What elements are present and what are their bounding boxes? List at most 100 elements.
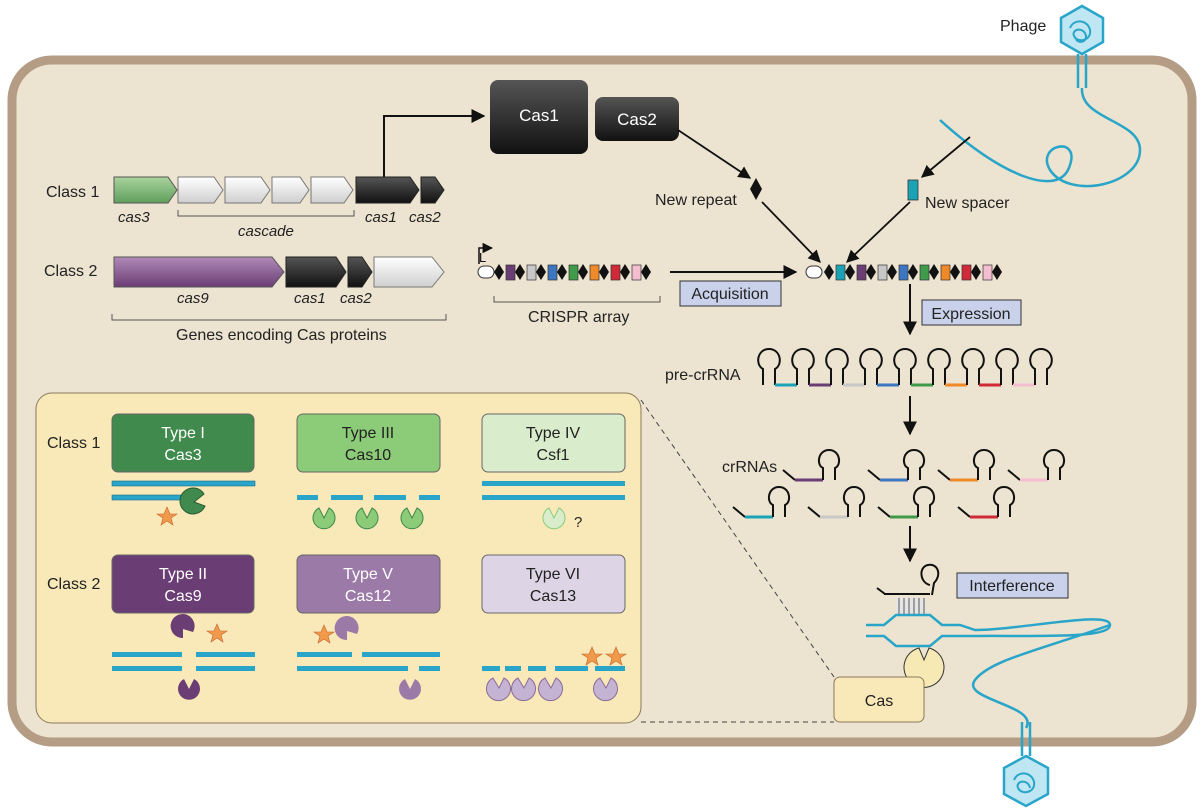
repeat-diamond — [887, 264, 897, 280]
phage-label: Phage — [1000, 18, 1046, 35]
cas13-nuclease-icon — [538, 677, 563, 702]
type2-protein: Cas9 — [164, 588, 201, 605]
crispr-array-label: CRISPR array — [528, 309, 629, 326]
cas9-label: cas9 — [177, 290, 209, 307]
repeat-diamond — [515, 264, 525, 280]
crrna-tail — [807, 506, 821, 518]
type1-protein: Cas3 — [164, 447, 201, 464]
cas2-gene-class2 — [347, 256, 373, 288]
type6-protein: Cas13 — [530, 588, 576, 605]
cas-label: Cas — [865, 693, 893, 710]
spacer-block — [856, 264, 867, 281]
type3-name: Type III — [342, 425, 394, 442]
repeat-diamond — [824, 264, 834, 280]
spacer-block — [919, 264, 930, 281]
type6-name: Type VI — [526, 566, 580, 583]
cascade-gene-1 — [177, 176, 224, 204]
type4-mechanism — [482, 481, 625, 530]
spacer-block — [982, 264, 993, 281]
repeat-diamond — [578, 264, 588, 280]
new-repeat-label: New repeat — [655, 192, 737, 209]
crrna-hairpin — [1042, 448, 1066, 480]
crrna — [937, 448, 996, 482]
repeat-diamond — [494, 264, 504, 280]
cascade-gene-2 — [224, 176, 271, 204]
crrna-hairpin — [902, 448, 926, 480]
acquisition-label: Acquisition — [691, 286, 768, 303]
star-icon — [581, 646, 603, 666]
type2-name: Type II — [159, 566, 207, 583]
new-spacer-block — [907, 179, 919, 201]
cas13-nuclease-icon — [593, 677, 618, 702]
star-icon — [605, 646, 627, 666]
cas1-protein — [490, 80, 588, 154]
type1-name: Type I — [161, 425, 205, 442]
cas2-label-class2: cas2 — [340, 290, 372, 307]
crrnas-label: crRNAs — [722, 459, 777, 476]
crrna-tail — [732, 506, 746, 518]
spacer-block — [505, 264, 516, 281]
phage-capsid-bottom-icon — [1002, 754, 1050, 808]
type3-mechanism — [297, 495, 440, 530]
cas13-nuclease-icon — [511, 677, 536, 702]
type6-mechanism — [482, 646, 627, 702]
star-icon — [206, 623, 228, 643]
spacer-block — [631, 264, 642, 281]
type5-protein: Cas12 — [345, 588, 391, 605]
type4-protein: Csf1 — [537, 447, 570, 464]
cas1-gene-class2 — [285, 256, 347, 288]
star-icon — [313, 624, 335, 644]
repeat-diamond — [599, 264, 609, 280]
cas10-nuclease-icon — [400, 507, 424, 530]
type3-box — [296, 413, 441, 473]
new-repeat-diamond — [750, 178, 762, 200]
leader-sequence-expanded — [805, 265, 823, 279]
extra-gene-class2 — [373, 256, 445, 288]
cas1-label-class2: cas1 — [294, 290, 326, 307]
repeat-diamond — [536, 264, 546, 280]
phage-bottom — [971, 623, 1111, 808]
cas2-protein-label: Cas2 — [617, 110, 657, 129]
cas3-nuclease-icon — [179, 487, 206, 515]
crispr-array-original — [477, 242, 651, 281]
cascade-gene-4 — [310, 176, 354, 204]
type2-box — [111, 554, 255, 614]
type5-name: Type V — [343, 566, 393, 583]
pre-crrna-hairpin — [893, 347, 917, 385]
cascade-label: cascade — [238, 223, 294, 240]
spacer-block — [547, 264, 558, 281]
crrna — [957, 485, 1016, 519]
leader-sequence — [477, 265, 495, 279]
spacer-block — [961, 264, 972, 281]
repeat-diamond — [641, 264, 651, 280]
crrna-tail — [867, 469, 881, 481]
crrna-tail — [782, 469, 796, 481]
pre-crrna-hairpin — [995, 347, 1019, 385]
cas2-gene — [420, 176, 445, 204]
cas3-gene — [113, 176, 178, 204]
spacer-block — [835, 264, 846, 281]
crrna-hairpin — [817, 448, 841, 480]
interference-label: Interference — [969, 578, 1054, 595]
star-icon — [156, 506, 178, 526]
promoter-label: L — [479, 250, 486, 265]
cas9-nuclease-icon — [170, 614, 195, 639]
acquisition-box — [679, 280, 782, 307]
repeat-diamond — [992, 264, 1002, 280]
crrna-hairpin — [992, 485, 1016, 517]
spacer-block — [568, 264, 579, 281]
new-spacer-label: New spacer — [925, 195, 1010, 212]
crrnas-group — [732, 448, 1066, 519]
repeat-diamond — [950, 264, 960, 280]
cas1-label-class1: cas1 — [365, 209, 397, 226]
type4-name: Type IV — [526, 425, 581, 442]
spacer-block — [526, 264, 537, 281]
interference-box — [956, 572, 1069, 599]
spacer-block — [877, 264, 888, 281]
expression-arrow-to-cas1 — [383, 109, 486, 177]
repeat-diamond — [971, 264, 981, 280]
type6-box — [481, 554, 626, 614]
cas2-protein — [595, 97, 679, 141]
pre-crrna-hairpin — [791, 347, 815, 385]
